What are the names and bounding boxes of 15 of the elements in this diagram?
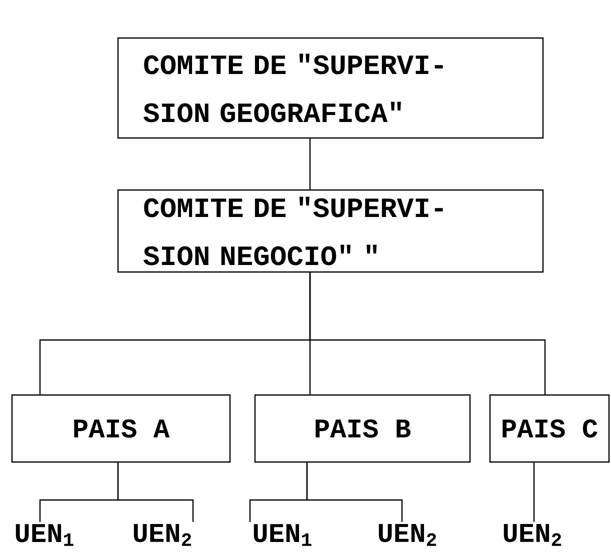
- unit-label: UEN$_{1}$: [254, 524, 312, 546]
- unit-label: UEN$_{2}$: [134, 524, 192, 546]
- connector-line: [309, 272, 546, 394]
- country-box: PAIS C: [489, 394, 610, 463]
- committee-box: COMITE DE "SUPERVI- SION NEGOCIO" ": [117, 189, 544, 273]
- country-box: PAIS B: [254, 394, 471, 463]
- country-box: PAIS A: [11, 394, 231, 463]
- unit-label: UEN$_{1}$: [16, 524, 74, 546]
- connector-line: [533, 462, 535, 522]
- unit-label: UEN$_{2}$: [378, 524, 436, 546]
- unit-label: UEN$_{2}$: [504, 524, 562, 546]
- connector-line: [306, 462, 403, 522]
- connector-line: [117, 462, 194, 522]
- committee-box: COMITE DE "SUPERVI- SION GEOGRAFICA": [117, 37, 544, 139]
- connector-line: [309, 138, 311, 190]
